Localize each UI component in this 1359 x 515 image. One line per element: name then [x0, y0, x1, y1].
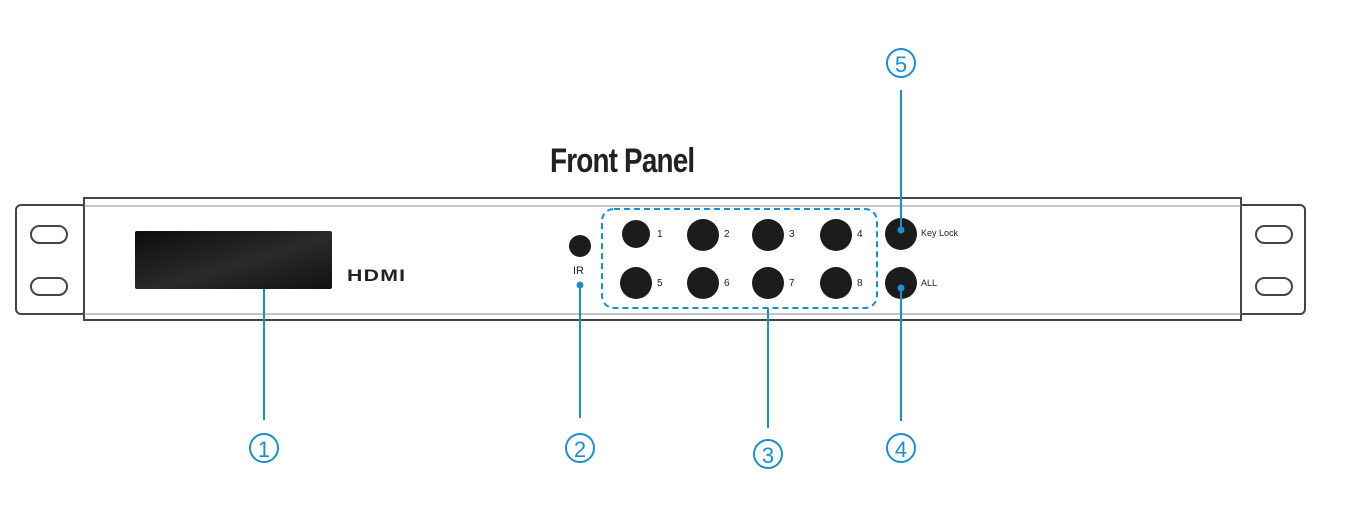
input-button-5[interactable] [620, 267, 652, 299]
button-label-2: 2 [724, 229, 730, 240]
ir-receiver-icon [569, 235, 591, 257]
key-lock-label: Key Lock [921, 228, 959, 238]
callout-2: 2 [565, 433, 595, 463]
button-label-8: 8 [857, 278, 863, 289]
input-button-3[interactable] [752, 219, 784, 251]
callout-1: 1 [249, 433, 279, 463]
callout-dots [576, 226, 905, 292]
hdmi-logo: HDMI [347, 266, 407, 285]
mount-slot-bottom-left [30, 277, 68, 296]
page-title: Front Panel [550, 142, 695, 180]
callout-leaders [263, 90, 902, 428]
left-rack-ear [15, 204, 87, 315]
mount-slot-top-right [1255, 225, 1293, 244]
right-rack-ear [1236, 204, 1306, 315]
lcd-display [135, 231, 332, 289]
button-label-7: 7 [789, 278, 795, 289]
input-button-6[interactable] [687, 267, 719, 299]
input-button-8[interactable] [820, 267, 852, 299]
input-button-2[interactable] [687, 219, 719, 251]
mount-slot-bottom-right [1255, 277, 1293, 296]
input-buttons-group [601, 208, 878, 309]
input-button-1[interactable] [622, 220, 650, 248]
callout-5: 5 [886, 48, 916, 78]
button-label-5: 5 [657, 278, 663, 289]
button-label-3: 3 [789, 229, 795, 240]
mount-slot-top-left [30, 225, 68, 244]
button-label-1: 1 [657, 229, 663, 240]
input-button-4[interactable] [820, 219, 852, 251]
button-label-4: 4 [857, 229, 863, 240]
input-button-7[interactable] [752, 267, 784, 299]
all-button[interactable] [885, 267, 917, 299]
button-label-6: 6 [724, 278, 730, 289]
ir-label: IR [573, 265, 584, 277]
all-label: ALL [921, 278, 938, 288]
callout-4: 4 [886, 433, 916, 463]
key-lock-button[interactable] [885, 218, 917, 250]
callout-3: 3 [753, 439, 783, 469]
